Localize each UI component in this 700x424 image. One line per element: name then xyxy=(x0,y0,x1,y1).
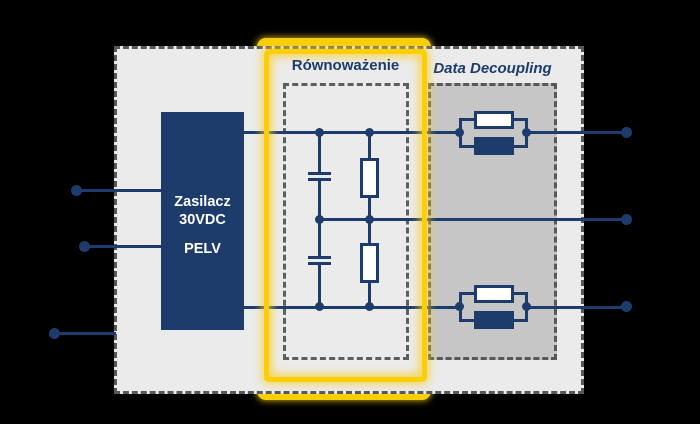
wire-input-2 xyxy=(85,245,161,248)
junction-dot xyxy=(365,302,374,311)
terminal-dot-input-2 xyxy=(79,241,90,252)
terminal-dot-input-1 xyxy=(71,185,82,196)
capacitor-symbol-lower-plate1 xyxy=(308,256,331,259)
resistor-symbol-upper xyxy=(360,158,379,198)
resistor-symbol-lower xyxy=(360,243,379,283)
parallel-rc-decoupler-bottom-block xyxy=(474,311,514,329)
parallel-rc-decoupler-bottom-resistor xyxy=(474,285,514,303)
capacitor-symbol-upper-plate2 xyxy=(308,178,331,181)
power-supply-class: PELV xyxy=(184,240,221,257)
junction-dot xyxy=(315,302,324,311)
balancing-label: Równoważenie xyxy=(291,57,400,74)
junction-dot xyxy=(365,215,374,224)
node-dot xyxy=(522,128,531,137)
node-dot xyxy=(522,302,531,311)
node-dot xyxy=(455,302,464,311)
wire-bottom-rail-left xyxy=(244,306,461,309)
wire-top-rail-right xyxy=(528,131,627,134)
power-supply-voltage: 30VDC xyxy=(179,211,226,228)
parallel-rc-decoupler-top-resistor xyxy=(474,111,514,129)
wire-bottom-rail-right xyxy=(528,306,627,309)
capacitor-symbol-lower-plate2 xyxy=(308,262,331,265)
terminal-dot-output-2 xyxy=(621,214,632,225)
capacitor-gap-upper xyxy=(318,175,321,178)
terminal-dot-output-1 xyxy=(621,127,632,138)
junction-dot xyxy=(315,128,324,137)
node-dot xyxy=(455,128,464,137)
balancing-section-box xyxy=(283,83,409,360)
capacitor-gap-lower xyxy=(318,259,321,262)
capacitor-symbol-upper-plate1 xyxy=(308,172,331,175)
power-supply-block: Zasilacz 30VDC PELV xyxy=(161,112,244,330)
wire-top-rail-left xyxy=(244,131,461,134)
data-decoupling-label: Data Decoupling xyxy=(433,60,552,77)
wire-mid-rail xyxy=(319,218,627,221)
wire-input-1 xyxy=(77,189,161,192)
parallel-rc-decoupler-top-block xyxy=(474,137,514,155)
terminal-dot-ground xyxy=(49,328,60,339)
wire-ground xyxy=(55,332,116,335)
terminal-dot-output-3 xyxy=(621,301,632,312)
power-supply-name: Zasilacz xyxy=(174,193,231,210)
junction-dot xyxy=(315,215,324,224)
junction-dot xyxy=(365,128,374,137)
